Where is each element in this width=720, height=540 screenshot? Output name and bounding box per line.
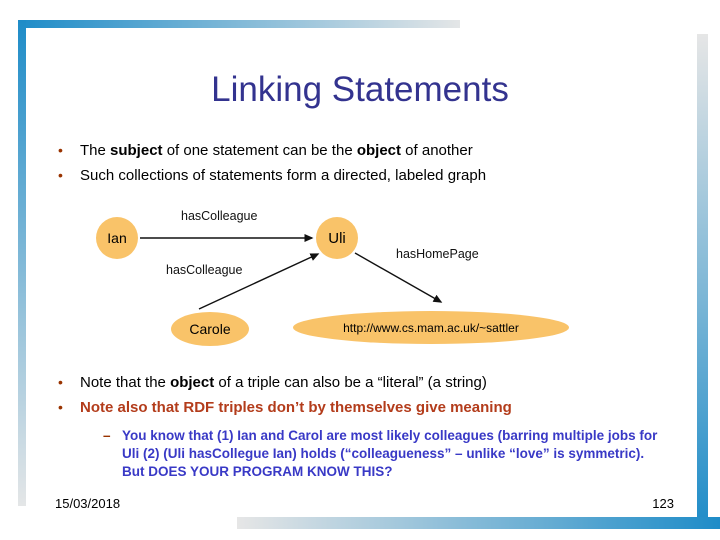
sub-bullet: – You know that (1) Ian and Carol are mo…: [103, 427, 668, 481]
bullet-item: • The subject of one statement can be th…: [58, 140, 658, 165]
frame-right-bar: [697, 34, 708, 529]
node-homepage-url: http://www.cs.mam.ac.uk/~sattler: [293, 311, 569, 344]
bullet-text: Such collections of statements form a di…: [80, 167, 487, 184]
bullet-dot-icon: •: [58, 142, 63, 158]
edge-label-hascolleague-top: hasColleague: [181, 209, 258, 223]
arrow-uli-to-homepage: [354, 252, 443, 303]
arrow-carole-to-uli: [198, 253, 320, 310]
frame-bottom-bar: [237, 517, 720, 529]
bullet-text: Note also that RDF triples don’t by them…: [80, 399, 512, 416]
footer-date: 15/03/2018: [55, 496, 121, 511]
bullet-text: Note that the object of a triple can als…: [80, 374, 487, 391]
edge-label-hashomepage: hasHomePage: [396, 247, 479, 261]
node-uli: Uli: [316, 217, 358, 259]
footer-page-number: 123: [652, 496, 674, 511]
sub-bullet-text: You know that (1) Ian and Carol are most…: [122, 428, 658, 479]
bullet-text: The subject of one statement can be the …: [80, 142, 473, 159]
edge-label-hascolleague-bottom: hasColleague: [166, 263, 243, 277]
bullet-list-top: • The subject of one statement can be th…: [58, 140, 658, 190]
bullet-dot-icon: •: [58, 374, 63, 390]
bullet-dot-icon: •: [58, 167, 63, 183]
bullet-item: • Note also that RDF triples don’t by th…: [58, 397, 678, 422]
bullet-item: • Such collections of statements form a …: [58, 165, 658, 190]
node-carole: Carole: [171, 312, 249, 346]
frame-left-bar: [18, 20, 26, 506]
sub-bullet-dash-icon: –: [103, 428, 111, 443]
node-ian: Ian: [96, 217, 138, 259]
bullet-item: • Note that the object of a triple can a…: [58, 372, 678, 397]
bullet-list-bottom: • Note that the object of a triple can a…: [58, 372, 678, 422]
frame-top-bar: [18, 20, 460, 28]
slide-title: Linking Statements: [211, 70, 509, 109]
bullet-dot-icon: •: [58, 399, 63, 415]
